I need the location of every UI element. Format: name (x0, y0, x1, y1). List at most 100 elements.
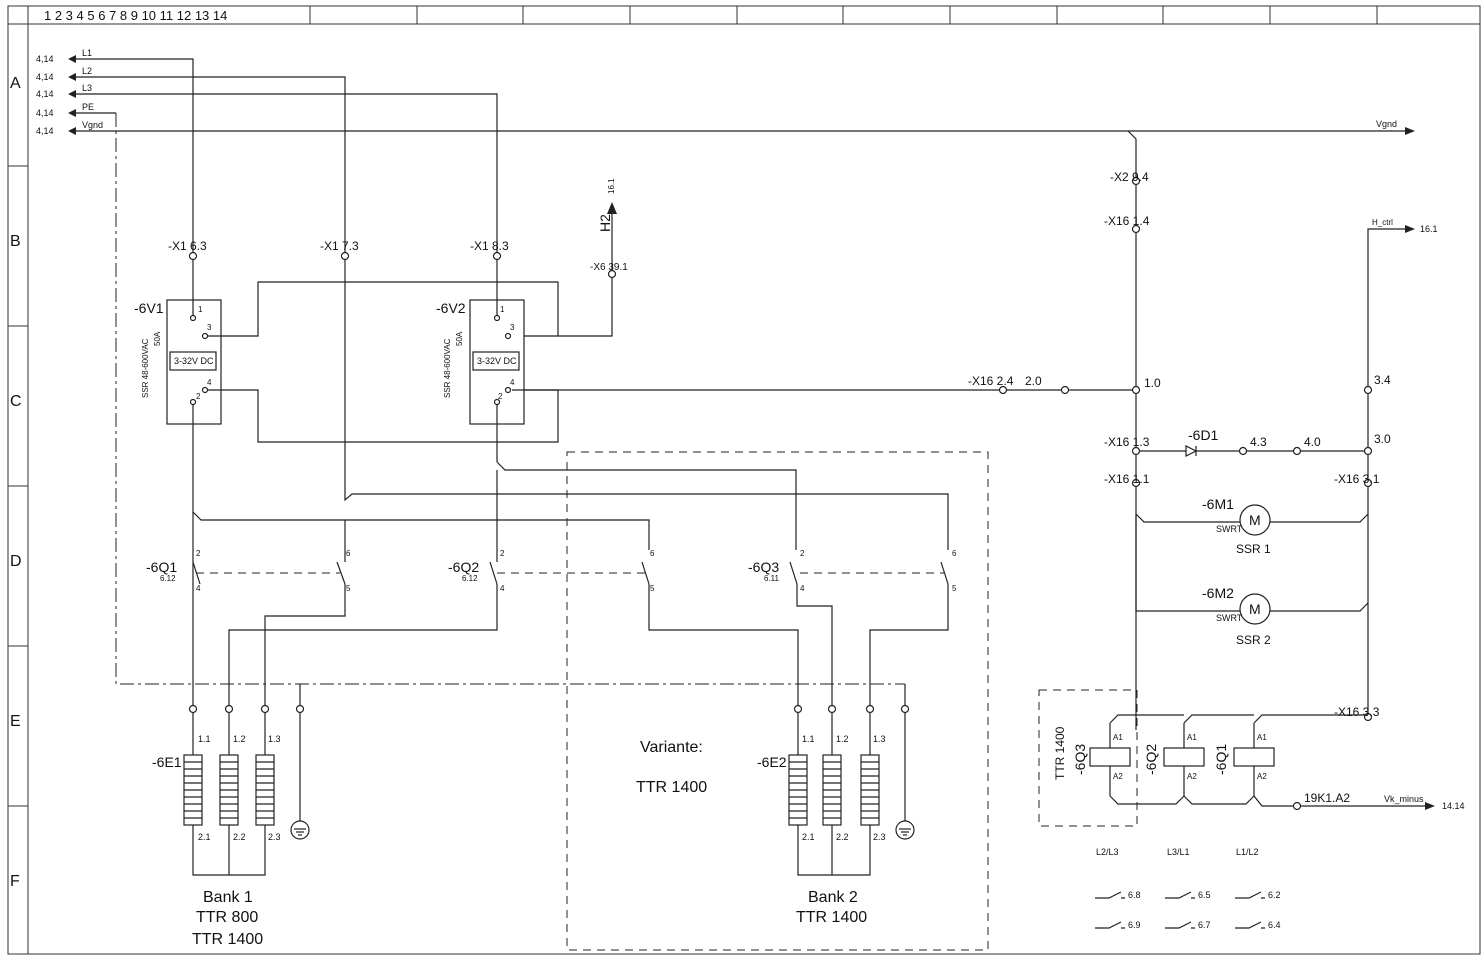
bus-label-vgnd: Vgnd (82, 120, 103, 130)
coil-6q1 (1233, 747, 1275, 767)
switches: -6Q1 6.12 2 4 6 5 -6Q2 6.12 2 4 6 5 -6Q3… (146, 470, 957, 705)
svg-text:A2: A2 (1113, 772, 1123, 781)
supply-bus: 4,14 4,14 4,14 4,14 4,14 L1 L2 L3 PE Vgn… (36, 48, 1415, 685)
svg-text:A2: A2 (1187, 772, 1197, 781)
node-4-3: 4.3 (1250, 435, 1267, 449)
arrow-l3 (68, 90, 76, 98)
ssr-6v1-tag: -6V1 (134, 300, 164, 316)
switch-6q1-ref: 6.12 (160, 574, 176, 583)
ssr-6v1-amps: 50A (153, 331, 162, 346)
svg-text:2: 2 (500, 549, 505, 558)
vk-minus-label: Vk_minus (1384, 794, 1424, 804)
svg-text:A1: A1 (1113, 733, 1123, 742)
ssr-6v2-tag: -6V2 (436, 300, 466, 316)
svg-text:5: 5 (952, 584, 957, 593)
svg-text:6.8: 6.8 (1128, 890, 1141, 900)
svg-text:4: 4 (500, 584, 505, 593)
svg-text:5: 5 (650, 584, 655, 593)
row-label-b: B (10, 233, 21, 250)
pe-taps (290, 684, 915, 840)
node-1-0: 1.0 (1144, 376, 1161, 390)
bank-2-model: TTR 1400 (796, 909, 867, 926)
bus-ref-l3: 4,14 (36, 89, 54, 99)
svg-text:A1: A1 (1187, 733, 1197, 742)
svg-text:1: 1 (198, 305, 203, 314)
svg-text:2.3: 2.3 (268, 832, 281, 842)
bank-1-model-a: TTR 800 (196, 909, 258, 926)
ssr-6v2-ctrl: 3-32V DC (477, 356, 517, 366)
svg-text:2: 2 (800, 549, 805, 558)
wire-pe (115, 113, 905, 685)
svg-text:A1: A1 (1257, 733, 1267, 742)
terminal-x6: -X6 39.1 (590, 262, 628, 273)
svg-text:4: 4 (510, 378, 515, 387)
bus-ref-l1: 4,14 (36, 54, 54, 64)
ssr-6v1-rating: SSR 48-600VAC (141, 338, 150, 398)
svg-text:6: 6 (952, 549, 957, 558)
wire-l2 (76, 76, 346, 252)
coil-group-frame (1038, 689, 1138, 827)
coil-6q1-tag: -6Q1 (1213, 744, 1229, 775)
bank-1-label: Bank 1 (203, 889, 253, 906)
svg-text:6.5: 6.5 (1198, 890, 1211, 900)
svg-text:2.2: 2.2 (233, 832, 246, 842)
arrow-h-ctrl (1405, 225, 1415, 233)
row-label-e: E (10, 713, 21, 730)
terminal-x16-11: -X16 1.1 (1104, 472, 1150, 486)
terminal-x16-31: -X16 3.1 (1334, 472, 1380, 486)
arrow-vgnd-right (1405, 127, 1415, 135)
arrow-l1 (68, 55, 76, 63)
motor-6m2-type: SWRT (1216, 613, 1243, 623)
svg-text:1: 1 (500, 305, 505, 314)
svg-text:6: 6 (650, 549, 655, 558)
ssr-6v2-amps: 50A (455, 331, 464, 346)
terminal-x16-24: -X16 2.4 (968, 374, 1014, 388)
node-2-0: 2.0 (1025, 374, 1042, 388)
ssr-section: -X1 6.3 -X1 7.3 -X1 8.3 -6V1 SSR 48-600V… (134, 178, 797, 705)
bank-1-model-b: TTR 1400 (192, 931, 263, 948)
bus-ref-l2: 4,14 (36, 72, 54, 82)
svg-text:6.2: 6.2 (1268, 890, 1281, 900)
svg-text:2.2: 2.2 (836, 832, 849, 842)
motor-6m2-label: SSR 2 (1236, 633, 1271, 647)
heater-6e1-tag: -6E1 (152, 754, 182, 770)
h-ctrl-ref: 16.1 (1420, 224, 1438, 234)
heater-bank-1: -6E1 1.1 1.2 1.3 2.1 2.2 2.3 Bank 1 TTR … (152, 704, 281, 948)
svg-text:2.3: 2.3 (873, 832, 886, 842)
phase-wiring (192, 260, 949, 550)
variant-model: TTR 1400 (636, 779, 707, 796)
svg-text:6: 6 (346, 549, 351, 558)
svg-text:M: M (1249, 512, 1261, 528)
svg-text:5: 5 (346, 584, 351, 593)
arrow-l2 (68, 73, 76, 81)
terminal-x16-13: -X16 1.3 (1104, 435, 1150, 449)
node-19k1: 19K1.A2 (1304, 791, 1350, 805)
coil-group-label: TTR 1400 (1053, 726, 1067, 780)
heater-bank-2: -6E2 1.1 1.2 1.3 2.1 2.2 2.3 Bank 2 TTR … (757, 704, 886, 926)
contacts-6q1-label: L1/L2 (1236, 847, 1259, 857)
svg-text:1.2: 1.2 (836, 734, 849, 744)
bus-label-l3: L3 (82, 83, 92, 93)
wire-l3 (76, 93, 498, 252)
svg-text:6.9: 6.9 (1128, 920, 1141, 930)
h2-label: H2 (597, 214, 613, 232)
contact-symbol-6q1 (1235, 891, 1265, 929)
switch-6q2-ref: 6.12 (462, 574, 478, 583)
column-numbers: 1 2 3 4 5 6 7 8 9 10 11 12 13 14 (44, 8, 227, 23)
svg-text:3: 3 (207, 323, 212, 332)
svg-text:A2: A2 (1257, 772, 1267, 781)
svg-text:3: 3 (510, 323, 515, 332)
h-ctrl-label: H_ctrl (1372, 218, 1393, 227)
svg-text:1.3: 1.3 (268, 734, 281, 744)
svg-text:2.1: 2.1 (802, 832, 815, 842)
coil-6q2 (1163, 747, 1205, 767)
motor-6m1-label: SSR 1 (1236, 542, 1271, 556)
arrow-vgnd (68, 127, 76, 135)
motor-6m2-tag: -6M2 (1202, 585, 1234, 601)
row-label-d: D (10, 553, 22, 570)
motor-6m1-icon (1239, 504, 1271, 536)
ssr-6v1-ctrl: 3-32V DC (174, 356, 214, 366)
wire-l1 (76, 58, 194, 252)
row-label-f: F (10, 873, 20, 890)
ground-icon (290, 820, 310, 840)
